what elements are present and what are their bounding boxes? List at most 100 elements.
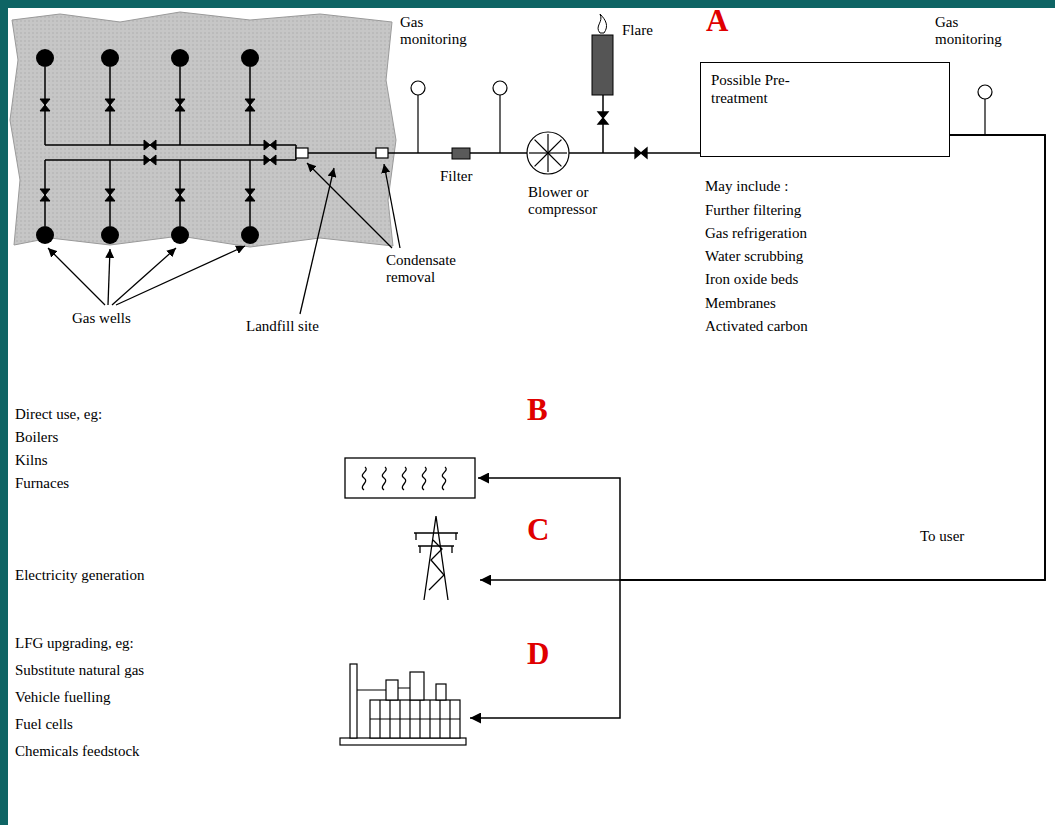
- part-label: Iron oxide beds: [705, 271, 798, 288]
- part-label: Activated carbon: [705, 318, 808, 335]
- drawing-part: [386, 680, 398, 700]
- drawing-part: [598, 112, 608, 124]
- drawing-part: [429, 540, 444, 590]
- drawing-part: [547, 153, 548, 172]
- landfill-site: [10, 12, 396, 247]
- leader-arrows: [48, 163, 400, 314]
- part-label: Blower or compressor: [528, 184, 620, 219]
- node-text: Furnaces: [15, 472, 475, 495]
- drawing-part: [48, 248, 105, 305]
- flow-arrow: [478, 135, 1045, 580]
- part-label: Gas refrigeration: [705, 225, 807, 242]
- drawing-part: [308, 152, 376, 154]
- part-label: To user: [920, 528, 964, 545]
- drawing-part: [422, 467, 426, 490]
- drawing-part: [101, 226, 119, 244]
- drawing-part: [376, 148, 388, 158]
- callout-letter: B: [527, 392, 548, 428]
- main-pipe: [308, 95, 700, 153]
- part-label: May include :: [705, 178, 788, 195]
- node-text: Electricity generation: [15, 566, 477, 584]
- drawing-part: [296, 148, 308, 158]
- node-text: Kilns: [15, 449, 475, 472]
- drawing-part: [112, 248, 176, 305]
- drawing-part: [345, 458, 475, 498]
- drawing-part: [410, 672, 424, 700]
- drawing-part: [984, 99, 985, 135]
- drawing-part: [350, 664, 357, 738]
- drawing-part: [436, 684, 446, 700]
- part-label: Gas monitoring: [935, 14, 1015, 49]
- drawing-part: [10, 12, 396, 247]
- drawing-part: [414, 533, 458, 546]
- use-group: LFG upgrading, eg:Substitute natural gas…: [12, 630, 470, 765]
- use-group: Direct use, eg:BoilersKilnsFurnaces: [12, 403, 478, 499]
- part-label: Landfill site: [246, 318, 319, 335]
- part-label: Gas monitoring: [400, 14, 480, 49]
- part-label: Membranes: [705, 295, 776, 312]
- process-box: Possible Pre-treatment: [700, 62, 950, 157]
- drawing-part: [424, 516, 448, 600]
- drawing-part: [529, 152, 548, 153]
- flow-arrow: [470, 135, 1045, 718]
- node-text: Possible Pre-treatment: [711, 71, 821, 107]
- drawing-part: [548, 140, 561, 153]
- drawing-part: [171, 226, 189, 244]
- drawing-part: [382, 467, 386, 490]
- pylon-icon: [414, 516, 458, 600]
- callout-letter: C: [527, 512, 549, 548]
- burner-icon: [345, 458, 475, 498]
- drawing-part: [416, 533, 456, 553]
- drawing-part: [362, 467, 446, 490]
- drawing-part: [45, 67, 296, 226]
- drawing-part: [36, 226, 54, 244]
- callout-letter: D: [527, 636, 549, 672]
- drawing-part: [357, 688, 410, 690]
- drawing-part: [493, 81, 507, 95]
- part-label: Water scrubbing: [705, 248, 803, 265]
- part-label: Flare: [622, 22, 653, 39]
- drawing-part: [442, 467, 446, 490]
- drawing-part: [978, 85, 992, 99]
- node-text: LFG upgrading, eg:: [15, 630, 467, 657]
- drawing-part: [36, 49, 54, 67]
- drawing-part: [417, 95, 418, 153]
- drawing-part: [370, 700, 460, 738]
- drawing-part: [548, 152, 567, 153]
- part-label: Filter: [440, 168, 473, 185]
- blower-symbol: [527, 132, 569, 174]
- plant-icon: [340, 664, 466, 745]
- drawing-part: [411, 81, 425, 95]
- node-text: Vehicle fuelling: [15, 684, 467, 711]
- drawing-part: [527, 132, 569, 174]
- drawing-part: [452, 148, 470, 159]
- part-label: Condensate removal: [386, 252, 476, 287]
- drawing-part: [370, 700, 460, 738]
- node-text: Substitute natural gas: [15, 657, 467, 684]
- node-text: Chemicals feedstock: [15, 738, 467, 765]
- drawing-part: [108, 249, 110, 305]
- drawing-part: [384, 164, 400, 248]
- drawing-part: [548, 153, 561, 166]
- use-group: Electricity generation: [12, 562, 480, 596]
- drawing-part: [40, 99, 276, 201]
- drawing-part: [307, 163, 392, 248]
- part-label: Gas wells: [72, 310, 131, 327]
- part-label: Further filtering: [705, 202, 801, 219]
- condensate-traps: [296, 148, 388, 158]
- drawing-part: [241, 49, 259, 67]
- drawing-part: [635, 148, 647, 158]
- drawing-part: [241, 226, 259, 244]
- node-text: Boilers: [15, 426, 475, 449]
- drawing-part: [592, 35, 613, 95]
- drawing-part: [598, 14, 606, 33]
- node-text: Direct use, eg:: [15, 403, 475, 426]
- drawing-part: [499, 95, 500, 153]
- node-text: Fuel cells: [15, 711, 467, 738]
- drawing-part: [171, 49, 189, 67]
- callout-letter: A: [706, 3, 728, 39]
- drawing-part: [402, 467, 406, 490]
- drawing-part: [370, 718, 460, 719]
- drawing-part: [116, 246, 245, 305]
